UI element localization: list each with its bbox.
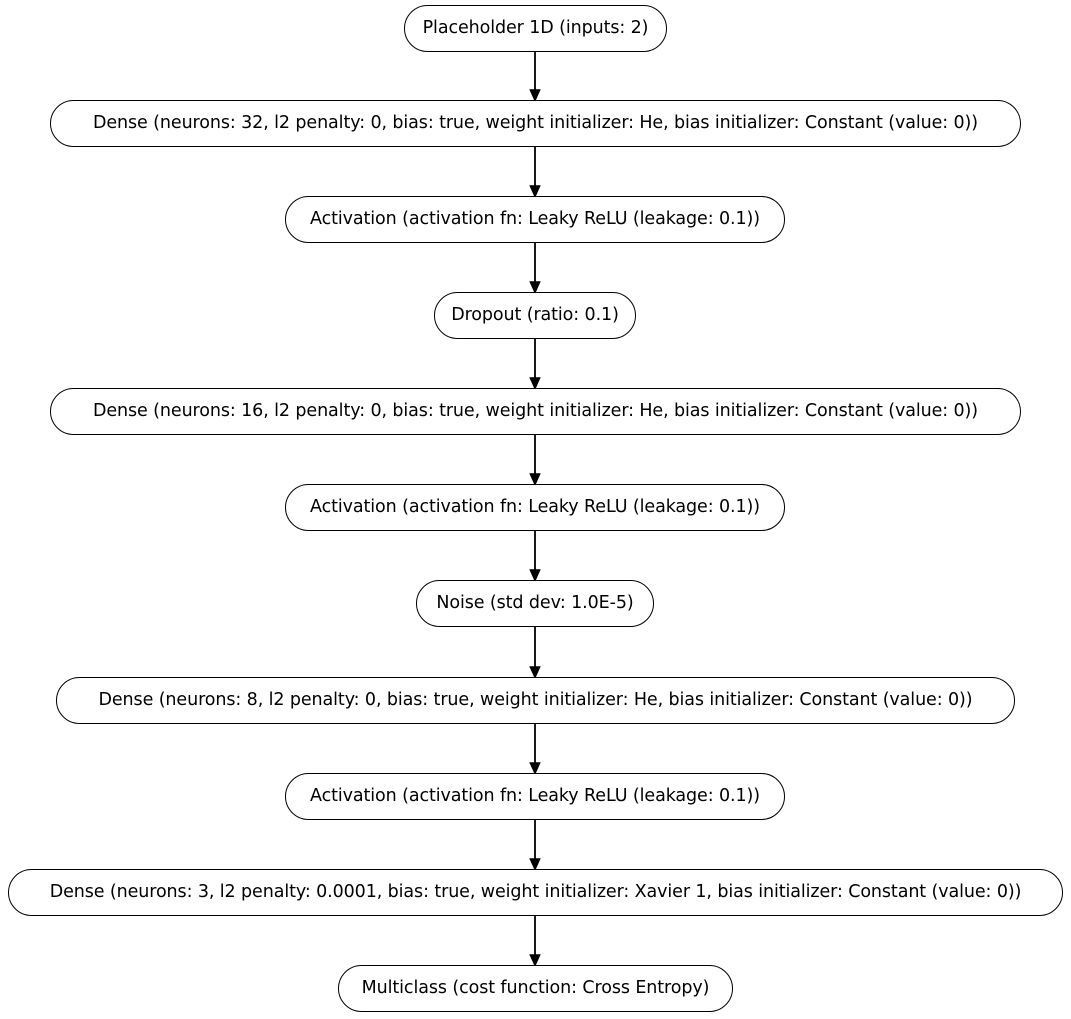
node-label-activation-2: Activation (activation fn: Leaky ReLU (l… <box>310 496 760 517</box>
node-label-placeholder-1d: Placeholder 1D (inputs: 2) <box>422 17 649 38</box>
node-label-multiclass: Multiclass (cost function: Cross Entropy… <box>361 977 710 998</box>
node-label-dense-32: Dense (neurons: 32, l2 penalty: 0, bias:… <box>93 112 978 133</box>
node-dense-32[interactable]: Dense (neurons: 32, l2 penalty: 0, bias:… <box>50 100 1021 147</box>
node-label-dense-8: Dense (neurons: 8, l2 penalty: 0, bias: … <box>98 689 973 710</box>
node-label-noise: Noise (std dev: 1.0E-5) <box>436 592 634 613</box>
node-activation-1[interactable]: Activation (activation fn: Leaky ReLU (l… <box>285 196 785 243</box>
node-label-dense-16: Dense (neurons: 16, l2 penalty: 0, bias:… <box>93 400 978 421</box>
node-dense-8[interactable]: Dense (neurons: 8, l2 penalty: 0, bias: … <box>56 677 1015 724</box>
node-label-dropout: Dropout (ratio: 0.1) <box>451 304 619 325</box>
node-dense-16[interactable]: Dense (neurons: 16, l2 penalty: 0, bias:… <box>50 388 1021 435</box>
node-label-activation-1: Activation (activation fn: Leaky ReLU (l… <box>310 208 760 229</box>
node-activation-2[interactable]: Activation (activation fn: Leaky ReLU (l… <box>285 484 785 531</box>
node-dense-3[interactable]: Dense (neurons: 3, l2 penalty: 0.0001, b… <box>8 869 1063 916</box>
node-label-dense-3: Dense (neurons: 3, l2 penalty: 0.0001, b… <box>49 881 1022 902</box>
node-multiclass[interactable]: Multiclass (cost function: Cross Entropy… <box>338 965 733 1012</box>
node-label-activation-3: Activation (activation fn: Leaky ReLU (l… <box>310 785 760 806</box>
node-activation-3[interactable]: Activation (activation fn: Leaky ReLU (l… <box>285 773 785 820</box>
node-dropout[interactable]: Dropout (ratio: 0.1) <box>434 292 636 339</box>
node-placeholder-1d[interactable]: Placeholder 1D (inputs: 2) <box>404 5 667 52</box>
node-noise[interactable]: Noise (std dev: 1.0E-5) <box>416 580 654 627</box>
